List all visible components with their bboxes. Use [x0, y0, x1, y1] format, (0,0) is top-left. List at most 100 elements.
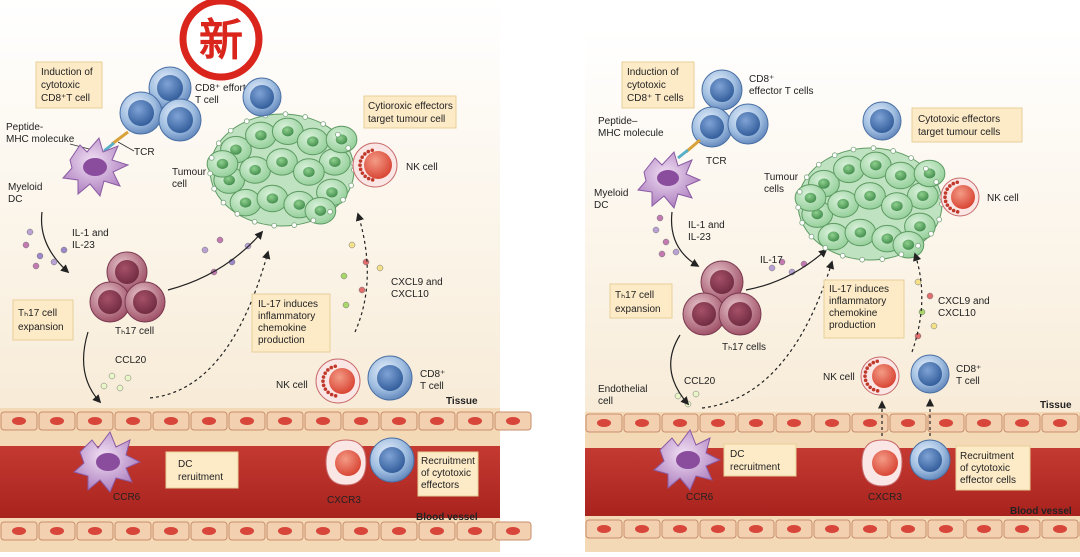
left-induction-box: Induction of cytotoxic CD8⁺T cell: [35, 61, 103, 109]
left-tcr-icon: [103, 130, 129, 153]
svg-text:Cytotoxic effectors targ: Cytotoxic effectors target tumour cells: [918, 114, 1003, 138]
right-cytotoxic-effectors-box: Cytotoxic effectors target tumour cells: [911, 107, 1023, 143]
right-dc-recruit-box: DC recruitment: [723, 443, 797, 477]
left-myeloid-dc: [61, 136, 130, 198]
right-il17-label: IL-17: [760, 255, 783, 266]
th17-cell: [89, 281, 131, 323]
right-cxcr3-label: CXCR3: [868, 492, 902, 503]
left-th17-cell-label: Tₕ17 cell: [115, 326, 154, 337]
left-tissue-cd8-label-1: CD8⁺: [420, 369, 445, 380]
right-chemokine-dots: [914, 278, 938, 340]
right-vessel-dc: [652, 428, 722, 491]
svg-text:Tₕ17 cell expansion: Tₕ17 cell expansion: [18, 308, 64, 333]
svg-text:CD8⁺ T cell: CD8⁺ T cell: [956, 364, 984, 387]
right-cd8-label-2: effector T cells: [749, 86, 813, 97]
left-vessel-nk-cell: [325, 439, 367, 486]
svg-text:CXCL9 and CXCL10: CXCL9 and CXCL10: [938, 296, 992, 319]
right-tcr-label: TCR: [706, 156, 727, 167]
right-dc-recruit-2: recruitment: [730, 462, 780, 473]
left-il17-line2: inflammatory: [258, 311, 315, 322]
svg-text:IL-17 induces inflammato: IL-17 induces inflammatory chemokine pro…: [258, 299, 321, 346]
right-induction-box: Induction of cytotoxic CD8⁺ T cells: [621, 61, 695, 109]
right-tissue-nk-cell: [860, 356, 900, 396]
svg-text:Endothelial cell: Endothelial cell: [598, 384, 650, 407]
right-nk-cell: [940, 177, 980, 217]
right-th17-expansion-box: Tₕ17 cell expansion: [609, 283, 673, 319]
right-induction-line1: Induction of: [627, 67, 679, 78]
right-cytotoxic-label-1: Cytotoxic effectors: [918, 114, 1000, 125]
left-vessel-cd8-cell: [369, 437, 415, 483]
right-myeloid-label-2: DC: [594, 200, 608, 211]
left-induction-line2: cytotoxic: [41, 80, 80, 91]
left-recruit-2: of cytotoxic: [421, 468, 471, 479]
right-endothelial-label-2: cell: [598, 396, 613, 407]
right-tumour-label-1: Tumour: [764, 172, 799, 183]
th17-cell: [106, 251, 148, 293]
right-tissue-cd8-label-1: CD8⁺: [956, 364, 981, 375]
right-recruit-2: of cytotoxic: [960, 463, 1010, 474]
svg-text:Tumour cell: Tumour cell: [172, 167, 209, 190]
right-nk-label: NK cell: [987, 193, 1019, 204]
left-cxcr3-label: CXCR3: [327, 495, 361, 506]
right-il17-line3: chemokine: [829, 308, 878, 319]
left-recruitment-box: Recruitment of cytotoxic effectors: [417, 451, 479, 497]
left-il1-label-1: IL-1 and: [72, 228, 109, 239]
right-tumour-label-2: cells: [764, 184, 784, 195]
right-ccr6-label: CCR6: [686, 492, 714, 503]
right-il1-label-2: IL-23: [688, 232, 711, 243]
right-cd8-effector-cluster: [691, 69, 769, 148]
svg-text:Induction of cytotoxic: Induction of cytotoxic CD8⁺ T cells: [627, 67, 684, 104]
left-cxcl-label-1: CXCL9 and: [391, 277, 443, 288]
right-tissue-label: Tissue: [1040, 400, 1072, 411]
left-tissue-cd8-label-2: T cell: [420, 381, 444, 392]
left-myeloid-label-1: Myeloid: [8, 182, 42, 193]
right-tumour-mass: [794, 145, 946, 263]
right-tissue-cd8-label-2: T cell: [956, 376, 980, 387]
left-cytotoxic-effectors-box: Cytioroxic effectors target tumour cell: [363, 95, 457, 129]
right-il17-line2: inflammatory: [829, 296, 886, 307]
svg-text:DC recruitment: DC recruitment: [730, 449, 780, 473]
cd8-cell: [701, 69, 743, 111]
right-vessel-cd8-cell: [909, 439, 951, 481]
left-th17-expansion-box: Tₕ17 cell expansion: [12, 299, 74, 341]
svg-text:Recruitment of cytotoxic: Recruitment of cytotoxic effector cells: [960, 451, 1017, 486]
right-th17-expansion-1: Tₕ17 cell: [615, 290, 654, 301]
right-vessel-band: [585, 412, 1080, 552]
left-il1-label-2: IL-23: [72, 240, 95, 251]
right-ccl20-label: CCL20: [684, 376, 716, 387]
left-tcr-label: TCR: [134, 147, 155, 158]
right-peptide-label-2: MHC molecule: [598, 128, 664, 139]
right-cxcl-label-2: CXCL10: [938, 308, 976, 319]
svg-text:Recruitment of cytotoxic: Recruitment of cytotoxic effectors: [421, 456, 478, 491]
left-tissue-nk-cell: [315, 358, 361, 404]
left-tumour-label-2: cell: [172, 179, 187, 190]
right-tissue-cd8-cell: [910, 354, 950, 394]
th17-cell: [124, 281, 166, 323]
cd8-cell: [727, 103, 769, 145]
left-vessel-dc: [72, 430, 142, 493]
svg-text:Induction of cytotoxic: Induction of cytotoxic CD8⁺T cell: [41, 67, 96, 104]
right-il17-line4: production: [829, 320, 876, 331]
svg-text:Tₕ17 cell expansion: Tₕ17 cell expansion: [615, 290, 661, 315]
left-nk-cell: [352, 142, 398, 188]
left-ccr6-label: CCR6: [113, 492, 141, 503]
right-cxcl-label-1: CXCL9 and: [938, 296, 990, 307]
svg-text:IL-1 and IL-23: IL-1 and IL-23: [72, 228, 111, 251]
right-endothelial-label-1: Endothelial: [598, 384, 647, 395]
right-th17-cells-label: Tₕ17 cells: [722, 342, 766, 353]
right-myeloid-dc: [637, 151, 702, 210]
right-il17-line1: IL-17 induces: [829, 284, 889, 295]
left-th17-expansion-2: expansion: [18, 322, 64, 333]
left-induction-line3: CD8⁺T cell: [41, 93, 90, 104]
svg-text:CD8⁺ effort T cell: CD8⁺ effort T cell: [195, 83, 248, 106]
left-vessel-band: [0, 408, 532, 552]
left-attacking-cd8-cell: [242, 77, 282, 117]
right-th17-expansion-2: expansion: [615, 304, 661, 315]
left-recruit-1: Recruitment: [421, 456, 475, 467]
svg-text:Peptide– MHC molecule: Peptide– MHC molecule: [598, 116, 664, 139]
right-recruitment-box: Recruitment of cytotoxic effector cells: [955, 445, 1031, 491]
right-cytotoxic-label-2: target tumour cells: [918, 127, 1000, 138]
svg-text:IL-17 induces inflammato: IL-17 induces inflammatory chemokine pro…: [829, 284, 892, 331]
right-il17-box: IL-17 induces inflammatory chemokine pro…: [823, 279, 905, 339]
th17-cell: [718, 292, 762, 336]
